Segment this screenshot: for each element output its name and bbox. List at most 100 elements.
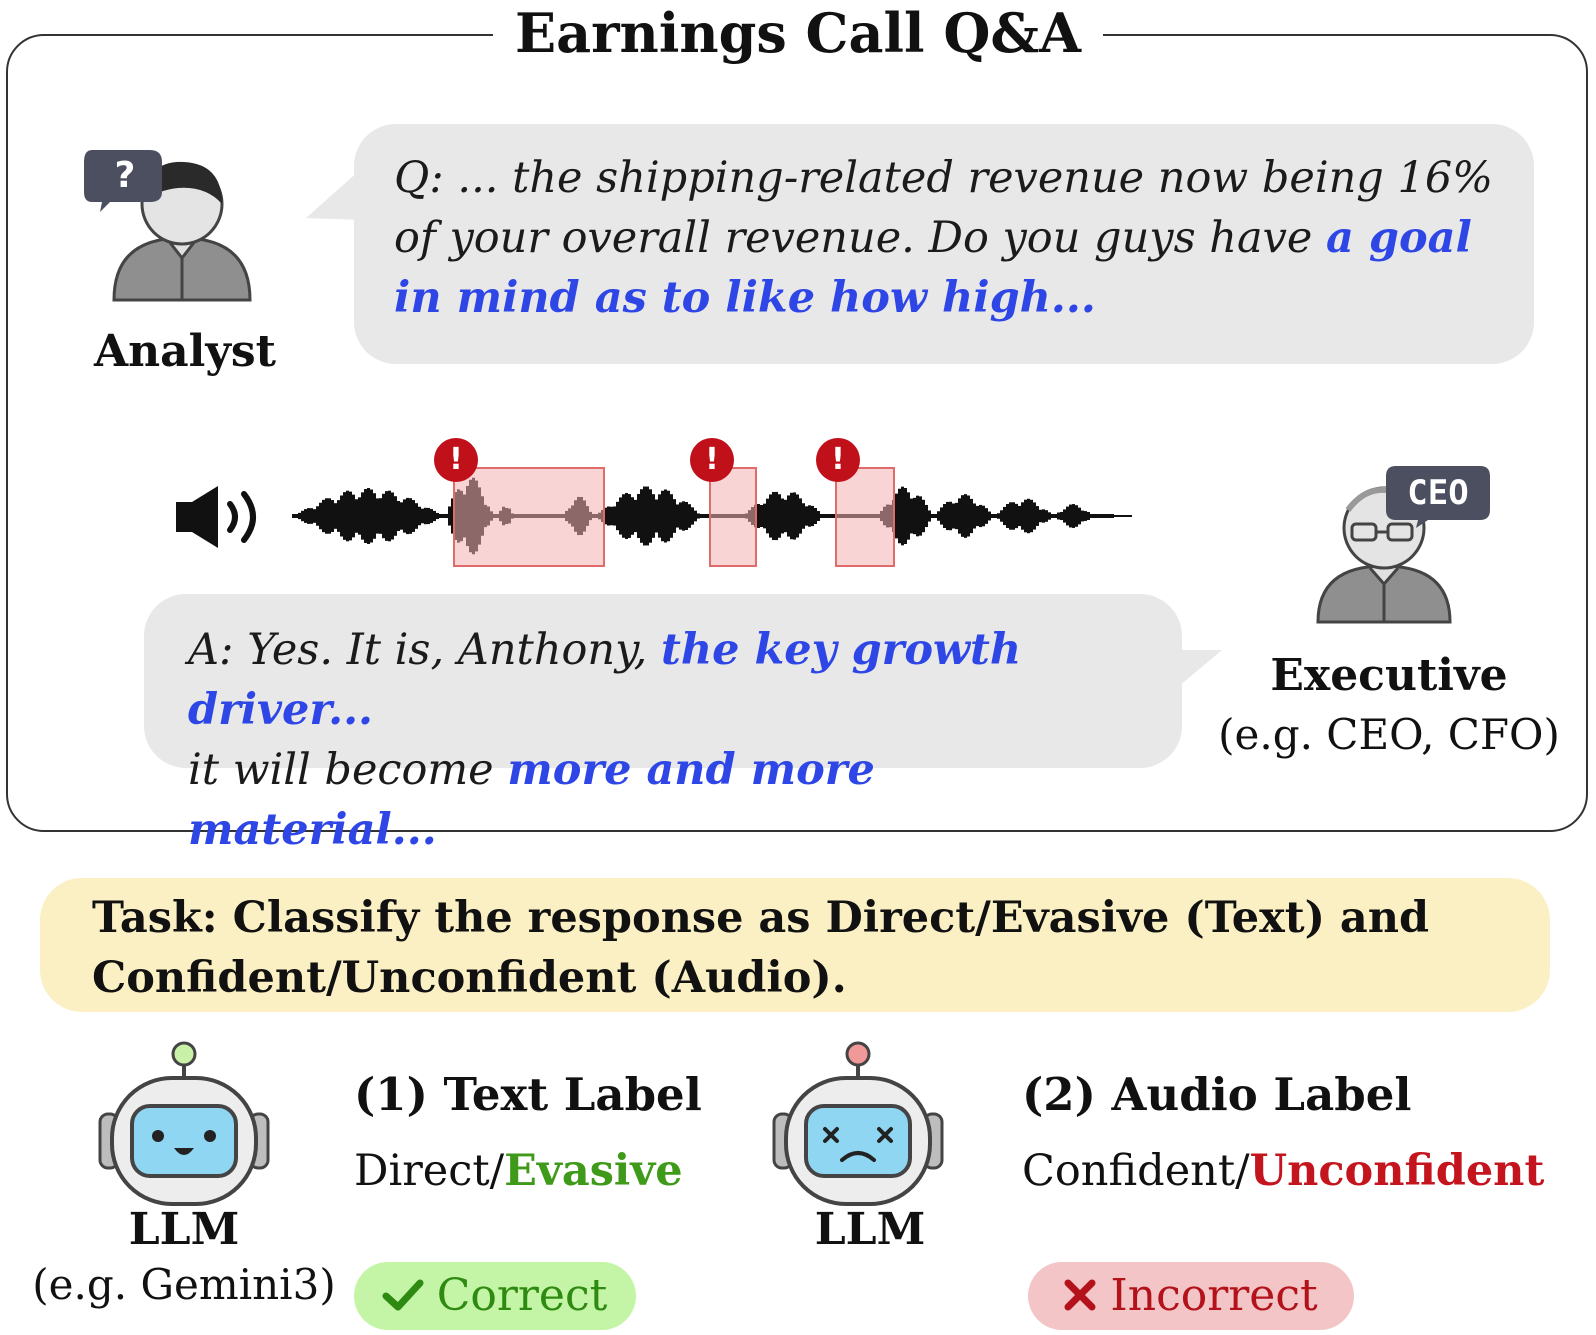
alert-icon-3: ! xyxy=(816,438,860,482)
waveform-sample xyxy=(940,507,943,525)
waveform-sample xyxy=(787,495,790,537)
llm-left-sub-label: (e.g. Gemini3) xyxy=(32,1260,336,1309)
waveform-sample xyxy=(652,494,655,538)
waveform-sample xyxy=(1018,505,1021,527)
waveform-sample xyxy=(391,492,394,540)
answer-bubble: A: Yes. It is, Anthony, the key growth d… xyxy=(144,594,1182,855)
executive-sub-label: (e.g. CEO, CFO) xyxy=(1218,710,1560,759)
waveform-sample xyxy=(964,494,967,538)
waveform-sample xyxy=(1063,509,1066,523)
waveform-sample xyxy=(946,501,949,531)
waveform-sample xyxy=(685,501,688,531)
waveform-sample xyxy=(970,498,973,534)
waveform-sample xyxy=(934,514,937,518)
waveform-sample xyxy=(661,490,664,542)
waveform-sample xyxy=(346,490,349,542)
waveform-sample xyxy=(1090,514,1093,518)
waveform-sample xyxy=(385,491,388,541)
waveform-sample xyxy=(421,508,424,524)
waveform-sample xyxy=(316,506,319,526)
waveform-sample xyxy=(676,504,679,528)
waveform-sample xyxy=(646,486,649,546)
waveform-sample xyxy=(442,514,445,518)
waveform-sample xyxy=(610,506,613,526)
waveform-sample xyxy=(1015,503,1018,529)
answer-highlight-1: the key growth driver... xyxy=(188,625,1022,735)
llm-right-label: LLM xyxy=(814,1204,926,1255)
waveform-sample xyxy=(1108,514,1111,518)
task-text: Task: Classify the response as Direct/Ev… xyxy=(92,893,1430,1003)
waveform-sample xyxy=(790,492,793,540)
executive-icon xyxy=(1316,466,1490,624)
waveform-sample xyxy=(805,506,808,526)
waveform-sample xyxy=(361,492,364,540)
waveform-sample xyxy=(448,506,451,526)
waveform-sample xyxy=(313,509,316,523)
sad-robot-icon xyxy=(772,1041,944,1206)
waveform-sample xyxy=(631,497,634,535)
waveform-sample xyxy=(640,489,643,543)
waveform-sample xyxy=(757,504,760,528)
waveform-sample xyxy=(775,491,778,541)
waveform-sample xyxy=(1099,514,1102,518)
waveform-bars xyxy=(292,477,1114,555)
waveform-sample xyxy=(658,494,661,538)
waveform-sample xyxy=(919,496,922,536)
waveform-sample xyxy=(328,498,331,534)
waveform-sample xyxy=(295,514,298,518)
waveform-sample xyxy=(643,486,646,546)
waveform-sample xyxy=(403,499,406,533)
waveform-sample xyxy=(766,498,769,534)
waveform-sample xyxy=(1003,506,1006,526)
waveform-sample xyxy=(763,503,766,529)
task-box: Task: Classify the response as Direct/Ev… xyxy=(40,878,1550,1012)
answer-text-1: A: Yes. It is, Anthony, xyxy=(188,625,662,675)
incorrect-badge: Incorrect xyxy=(1028,1262,1354,1330)
waveform-sample xyxy=(301,510,304,522)
waveform-sample xyxy=(622,494,625,538)
waveform-sample xyxy=(817,511,820,521)
waveform-sample xyxy=(925,504,928,528)
waveform-sample xyxy=(424,507,427,525)
waveform-sample xyxy=(697,513,700,519)
waveform-sample xyxy=(637,493,640,539)
waveform-sample xyxy=(1060,511,1063,521)
waveform-sample xyxy=(616,501,619,531)
question-bubble-tail xyxy=(306,170,364,220)
waveform-sample xyxy=(379,498,382,534)
waveform-sample xyxy=(979,504,982,528)
waveform-sample xyxy=(793,492,796,540)
waveform-sample xyxy=(682,501,685,531)
waveform-sample xyxy=(967,495,970,537)
waveform-sample xyxy=(976,505,979,527)
waveform-sample xyxy=(895,493,898,539)
waveform-sample xyxy=(1042,509,1045,523)
waveform-sample xyxy=(799,498,802,534)
waveform-sample xyxy=(343,492,346,540)
waveform-sample xyxy=(781,498,784,534)
waveform-sample xyxy=(355,499,358,533)
waveform-sample xyxy=(937,511,940,521)
check-icon xyxy=(382,1279,424,1310)
hesitation-region-3 xyxy=(835,467,895,567)
waveform-sample xyxy=(394,496,397,536)
waveform-sample xyxy=(820,514,823,518)
waveform-sample xyxy=(373,493,376,539)
waveform-sample xyxy=(376,498,379,534)
waveform-sample xyxy=(388,490,391,542)
waveform-sample xyxy=(607,506,610,526)
waveform-sample xyxy=(358,497,361,535)
waveform-sample xyxy=(1078,507,1081,525)
waveform-sample xyxy=(916,495,919,537)
unconfident-option: Unconfident xyxy=(1249,1146,1545,1196)
answer-bubble-tail xyxy=(1170,650,1222,692)
waveform-sample xyxy=(628,494,631,538)
waveform-sample xyxy=(433,510,436,522)
waveform-sample xyxy=(1075,505,1078,527)
waveform-sample xyxy=(922,499,925,533)
waveform-sample xyxy=(826,514,829,518)
alert-icon-2: ! xyxy=(690,438,734,482)
waveform-sample xyxy=(1000,510,1003,522)
waveform-sample xyxy=(1027,498,1030,534)
speaker-icon xyxy=(176,486,256,548)
